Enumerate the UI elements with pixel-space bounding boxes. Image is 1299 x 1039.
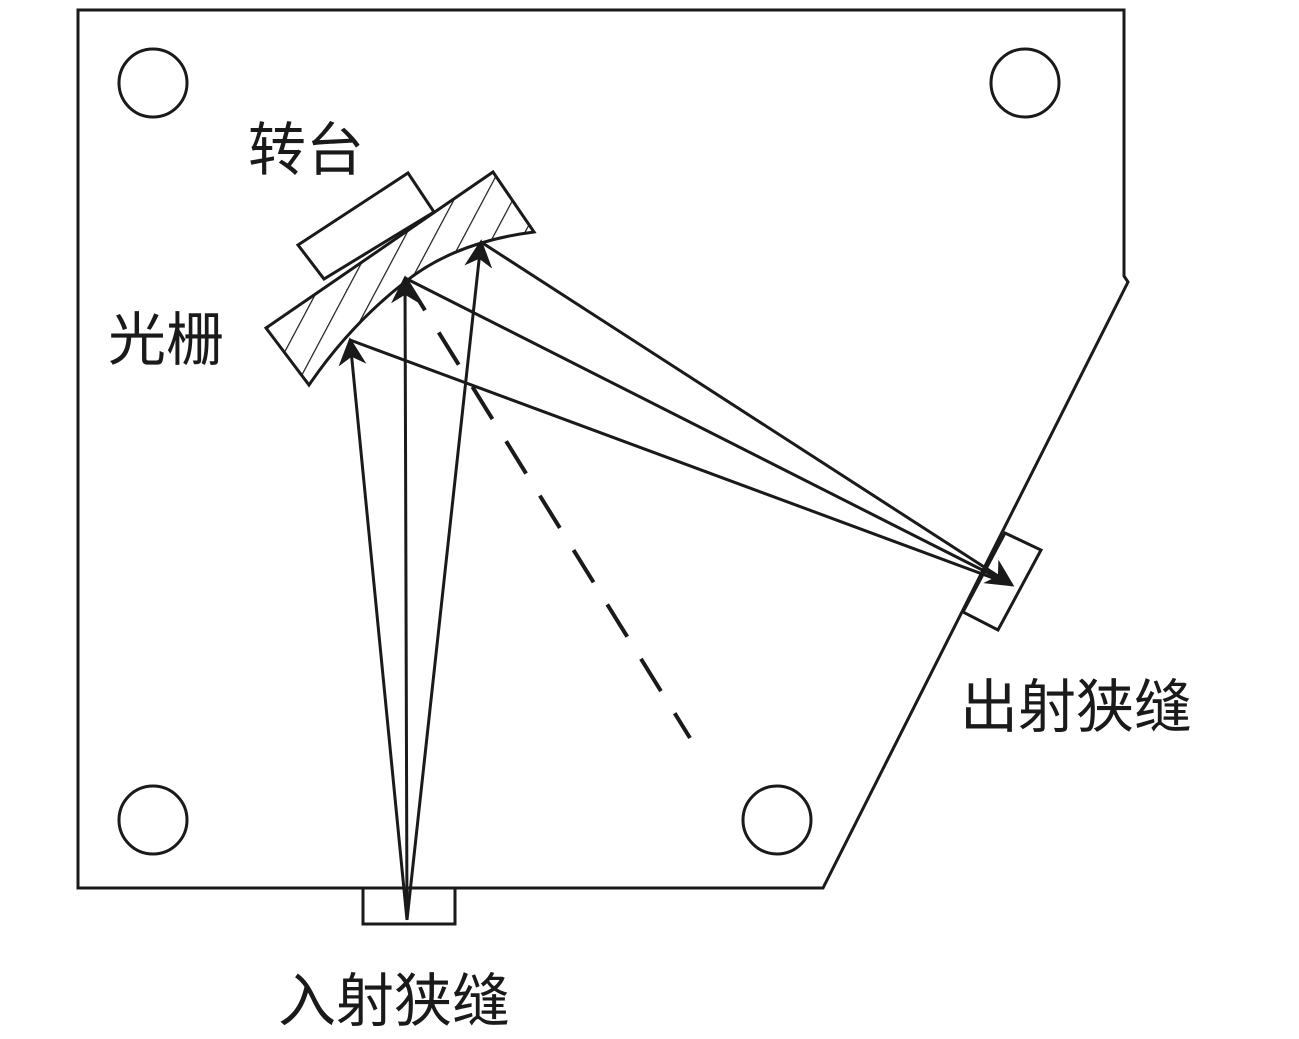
turntable-label: 转台 [248,116,364,184]
grating-label: 光栅 [108,306,224,374]
mounting-hole-top-left [117,47,189,119]
base-plate [76,8,1130,890]
grating-normal-dashed [403,276,692,740]
diffracted-ray-left [349,338,1013,587]
mounting-hole-bottom-right [741,784,813,856]
incident-ray-right [405,239,493,921]
mounting-hole-bottom-left [117,784,189,856]
diffracted-ray-right [480,240,1015,587]
entrance-slit-label: 入射狭缝 [278,967,510,1035]
diffracted-ray-center [404,276,1013,587]
incident-ray-center [391,275,420,921]
incident-ray-left [338,337,409,921]
exit-slit-label: 出射狭缝 [960,673,1192,741]
mounting-hole-top-right [989,47,1061,119]
